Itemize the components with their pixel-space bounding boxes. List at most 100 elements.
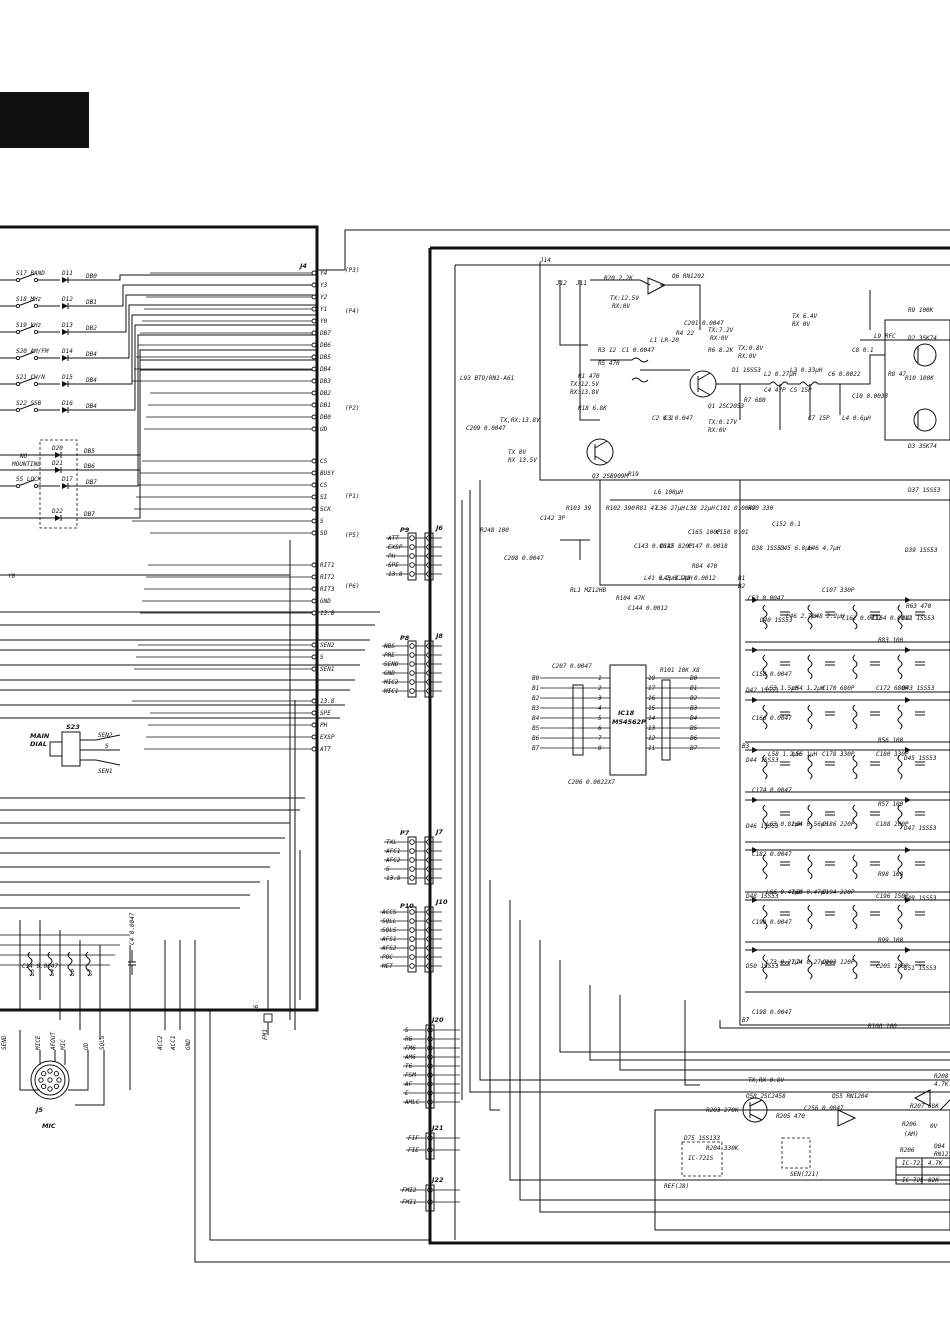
svg-text:IC-721S: IC-721S <box>688 1155 714 1162</box>
svg-text:S23: S23 <box>66 723 80 731</box>
svg-text:RX:0V: RX:0V <box>738 353 756 360</box>
svg-text:MIC2: MIC2 <box>383 679 399 686</box>
svg-text:B7: B7 <box>532 745 540 752</box>
diode-label: D14 <box>61 348 73 355</box>
svg-text:DB7: DB7 <box>83 511 95 518</box>
svg-text:J20: J20 <box>430 1016 444 1024</box>
svg-text:R57 100: R57 100 <box>878 801 904 808</box>
svg-text:R10 100K: R10 100K <box>905 375 934 382</box>
svg-text:D40 1SS53: D40 1SS53 <box>759 617 793 624</box>
net-label: DB4 <box>85 403 97 410</box>
svg-text:SPE: SPE <box>388 562 399 569</box>
svg-text:TX:7.2V: TX:7.2V <box>708 327 734 334</box>
svg-text:P8: P8 <box>400 634 410 642</box>
svg-text:L56 1µH: L56 1µH <box>792 751 818 758</box>
svg-text:C174 0.0047: C174 0.0047 <box>752 787 792 794</box>
svg-text:D20: D20 <box>51 445 63 452</box>
svg-text:L41 0.2µH: L41 0.2µH <box>644 575 677 582</box>
svg-text:L64 0.56µH: L64 0.56µH <box>792 821 829 828</box>
svg-text:D1 1SS53: D1 1SS53 <box>731 367 761 374</box>
svg-text:ATT: ATT <box>387 535 399 542</box>
svg-text:ATT: ATT <box>319 746 331 753</box>
svg-text:R206: R206 <box>900 1147 915 1154</box>
svg-text:B4: B4 <box>532 715 540 722</box>
svg-text:C152 0.1: C152 0.1 <box>772 521 801 528</box>
svg-text:B3: B3 <box>690 705 698 712</box>
net-label: DB4 <box>85 377 97 384</box>
svg-text:SEN2: SEN2 <box>320 642 335 649</box>
svg-text:GND: GND <box>185 1039 192 1050</box>
svg-text:D3 3SK74: D3 3SK74 <box>907 443 937 450</box>
svg-text:L45 6.8µH: L45 6.8µH <box>780 545 813 552</box>
svg-text:SO: SO <box>320 530 328 537</box>
svg-text:L54 1.2µH: L54 1.2µH <box>792 685 825 692</box>
svg-text:B6: B6 <box>532 735 540 742</box>
svg-text:UD: UD <box>83 1042 90 1050</box>
svg-text:C188 200P: C188 200P <box>876 821 909 828</box>
svg-text:DB6: DB6 <box>319 342 331 349</box>
net-label: DB7 <box>85 479 97 486</box>
svg-text:D51 1SS53: D51 1SS53 <box>903 965 937 972</box>
svg-text:B1: B1 <box>690 685 697 692</box>
svg-text:C4 47P: C4 47P <box>764 387 786 394</box>
svg-text:L5: L5 <box>29 968 36 976</box>
svg-text:17: 17 <box>648 685 656 692</box>
svg-text:AFS2: AFS2 <box>381 945 397 952</box>
svg-text:(AM): (AM) <box>904 1131 918 1138</box>
svg-text:C144 0.0012: C144 0.0012 <box>628 605 668 612</box>
svg-text:R206: R206 <box>902 1121 917 1128</box>
svg-text:RL1 MZ12HB: RL1 MZ12HB <box>570 587 607 594</box>
svg-text:R102 390: R102 390 <box>606 505 635 512</box>
svg-text:SEN2: SEN2 <box>98 732 113 739</box>
svg-text:(P2): (P2) <box>345 405 359 412</box>
svg-text:18: 18 <box>648 675 656 682</box>
svg-text:L68 0.47µH: L68 0.47µH <box>792 889 829 896</box>
svg-text:C53 0.0047: C53 0.0047 <box>748 595 785 602</box>
svg-text:TX:12.5V: TX:12.5V <box>570 381 599 388</box>
svg-text:IC-721: IC-721 <box>902 1160 924 1167</box>
svg-text:C201 0.0047: C201 0.0047 <box>684 320 724 327</box>
svg-text:TX,RX 0.8V: TX,RX 0.8V <box>748 1077 785 1084</box>
svg-text:TX:0.17V: TX:0.17V <box>708 419 737 426</box>
svg-text:Q55 RN1204: Q55 RN1204 <box>832 1093 869 1100</box>
svg-text:L58 1.2µH: L58 1.2µH <box>768 751 801 758</box>
svg-text:D37 1SS53: D37 1SS53 <box>907 487 941 494</box>
svg-text:B5: B5 <box>532 725 540 732</box>
svg-text:D38 1SS53: D38 1SS53 <box>751 545 785 552</box>
svg-text:L63 0.82µH: L63 0.82µH <box>766 821 803 828</box>
main-dial-encoder: S23 MAIN DIAL SEN2 S SEN1 <box>30 723 121 775</box>
svg-text:C145 820P: C145 820P <box>660 543 693 550</box>
svg-text:(P4): (P4) <box>345 308 359 315</box>
svg-text:R4 22: R4 22 <box>676 330 694 337</box>
svg-text:DB7: DB7 <box>319 330 331 337</box>
svg-text:C101 0.0047: C101 0.0047 <box>716 505 756 512</box>
svg-text:L3 0.33µH: L3 0.33µH <box>790 367 823 374</box>
svg-text:D49 1SS53: D49 1SS53 <box>903 895 937 902</box>
switch-label: S19 kHz <box>16 322 42 329</box>
svg-text:C148 0.0012: C148 0.0012 <box>676 575 716 582</box>
svg-text:C8 0.1: C8 0.1 <box>852 347 874 354</box>
svg-text:C205 100P: C205 100P <box>876 963 909 970</box>
svg-text:L53 1.5µH: L53 1.5µH <box>766 685 799 692</box>
svg-text:(P6): (P6) <box>345 583 359 590</box>
svg-text:R6 8.2K: R6 8.2K <box>708 347 734 354</box>
svg-text:L43 3.2µH: L43 3.2µH <box>660 575 693 582</box>
svg-text:B0: B0 <box>532 675 540 682</box>
svg-text:R1 470: R1 470 <box>578 373 600 380</box>
svg-text:1: 1 <box>598 675 602 682</box>
svg-text:C5 15P: C5 15P <box>790 387 812 394</box>
svg-text:Q3 2SB909M: Q3 2SB909M <box>592 473 629 480</box>
svg-text:MIC: MIC <box>60 1039 67 1051</box>
svg-text:R6: R6 <box>405 1036 413 1043</box>
svg-text:R19: R19 <box>628 471 639 478</box>
svg-text:16: 16 <box>648 695 656 702</box>
svg-text:C1 0.0047: C1 0.0047 <box>622 347 655 354</box>
svg-text:C158 0.0047: C158 0.0047 <box>752 671 792 678</box>
svg-text:C182 0.0047: C182 0.0047 <box>752 851 792 858</box>
svg-text:B7: B7 <box>690 745 698 752</box>
svg-text:DB3: DB3 <box>319 378 331 385</box>
svg-text:C208 0.0047: C208 0.0047 <box>504 555 544 562</box>
svg-text:B2: B2 <box>690 695 698 702</box>
